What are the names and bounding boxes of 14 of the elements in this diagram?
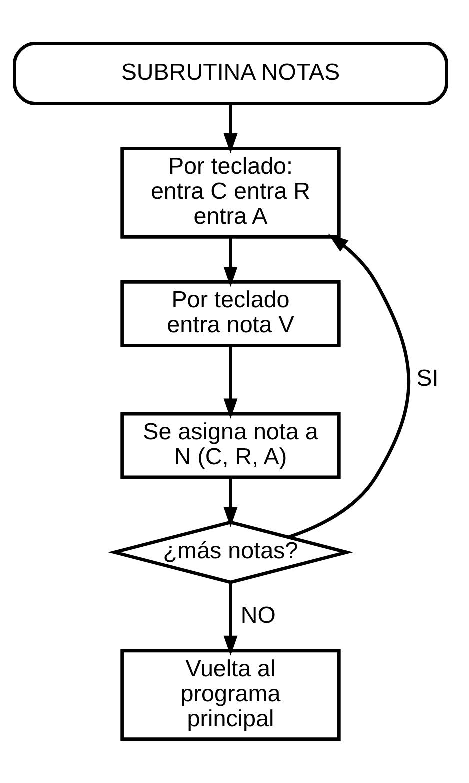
node-box: Vuelta al programa principal — [120, 649, 341, 741]
node-box: Por teclado entra nota V — [120, 280, 341, 348]
arrow — [224, 238, 238, 288]
arrow — [224, 478, 238, 528]
node-box: SUBRUTINA NOTAS — [13, 42, 448, 106]
edge-label: NO — [240, 602, 276, 628]
arrow — [224, 346, 238, 419]
edge-label: SI — [416, 364, 439, 391]
arrow — [288, 234, 411, 539]
node-box: Por teclado: entra C entra R entra A — [120, 147, 341, 239]
arrow — [224, 583, 238, 656]
arrow — [224, 104, 238, 154]
node-diamond: ¿más notas? — [108, 520, 354, 584]
node-box: Se asigna nota a N (C, R, A) — [120, 412, 341, 480]
